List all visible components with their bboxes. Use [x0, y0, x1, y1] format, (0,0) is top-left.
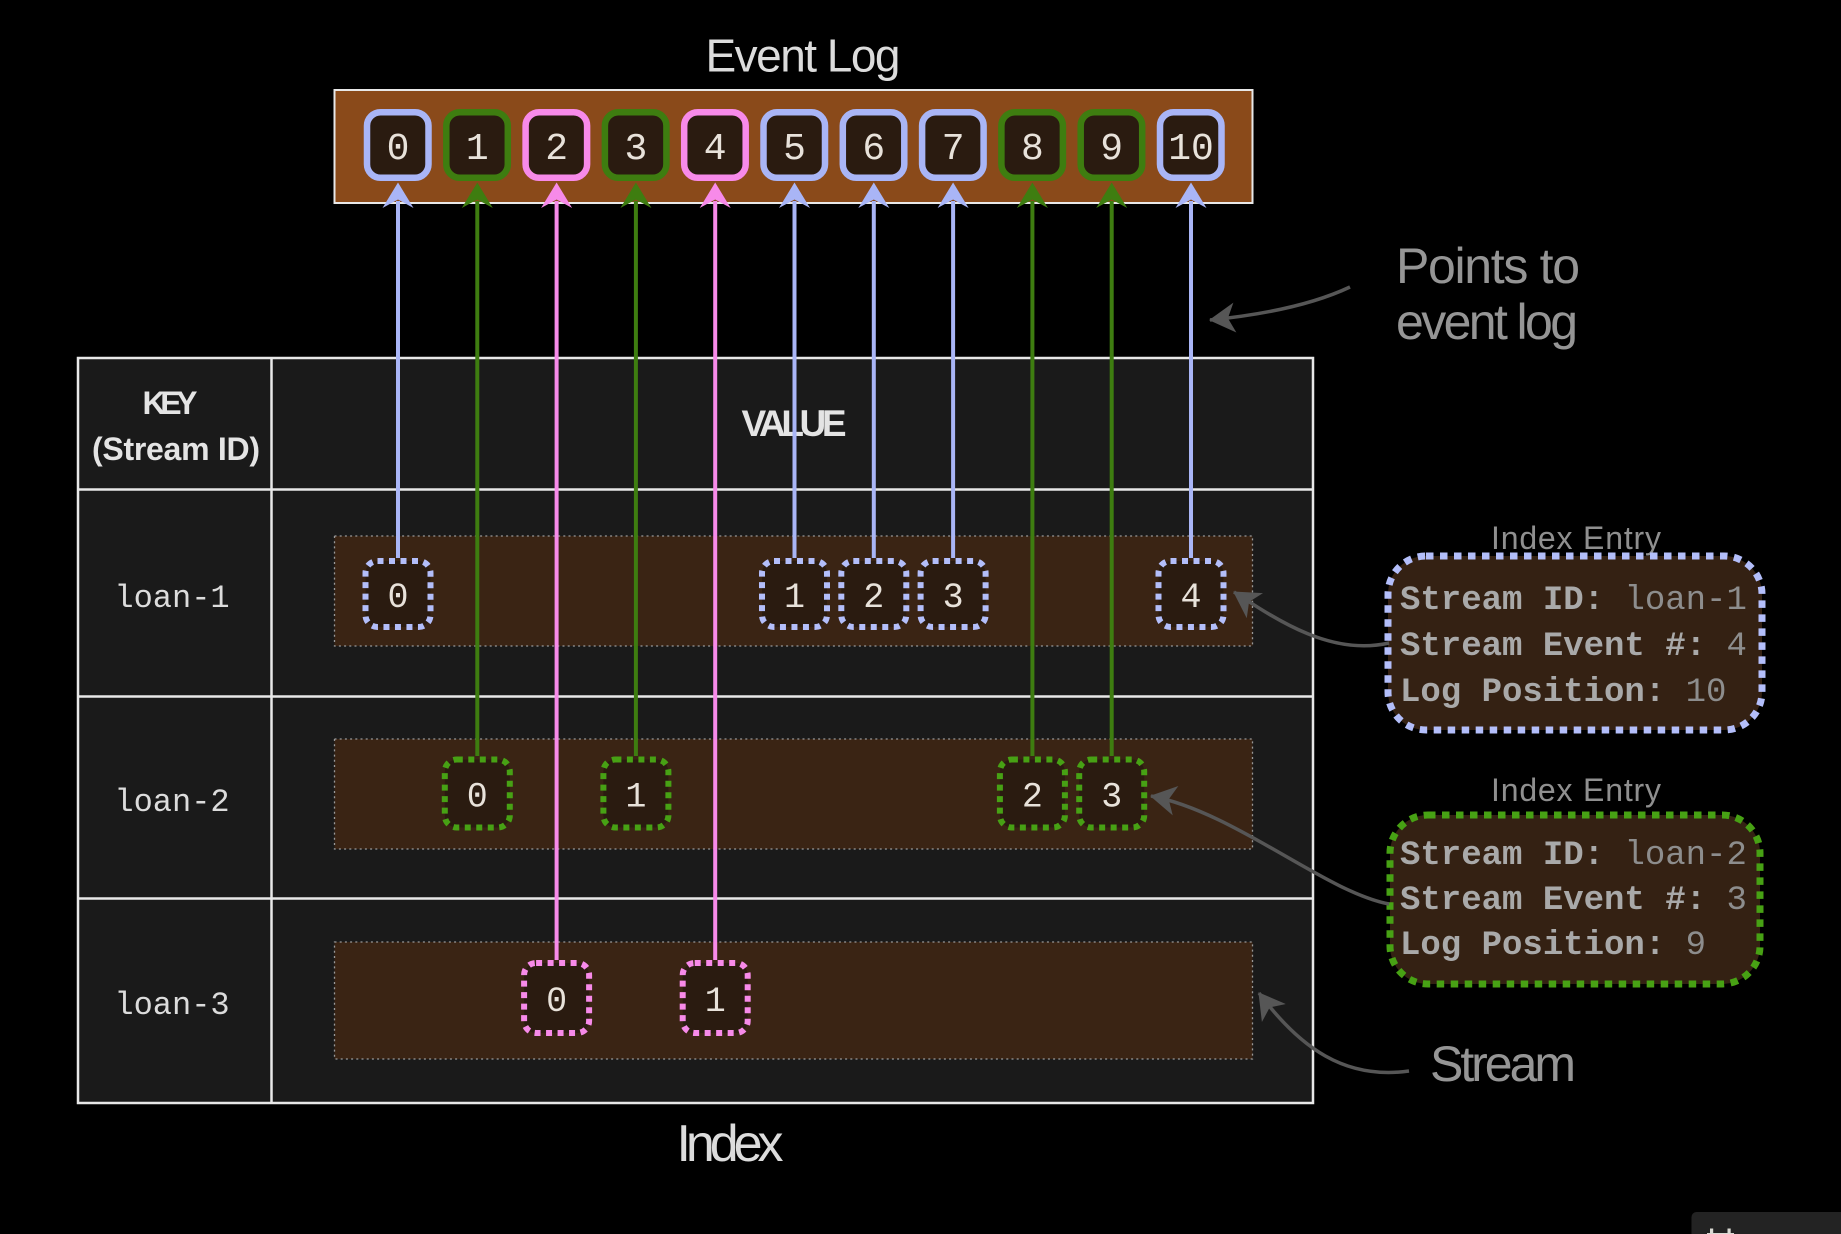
svg-text:Index: Index [677, 1115, 784, 1173]
svg-text:1: 1 [625, 778, 646, 818]
svg-text:1: 1 [466, 128, 489, 171]
svg-text:Index Entry: Index Entry [1491, 772, 1661, 808]
svg-text:4: 4 [704, 128, 727, 171]
svg-text:3: 3 [624, 128, 647, 171]
svg-text:3: 3 [943, 578, 964, 618]
svg-text:loan-3: loan-3 [114, 987, 229, 1024]
svg-text:10: 10 [1168, 128, 1214, 171]
svg-text:6: 6 [862, 128, 885, 171]
svg-text:KEY: KEY [143, 385, 198, 421]
svg-text:2: 2 [545, 128, 568, 171]
svg-text:Stream ID: loan-1: Stream ID: loan-1 [1400, 582, 1747, 620]
svg-text:Event Log: Event Log [706, 30, 901, 82]
svg-text:0: 0 [387, 578, 408, 618]
svg-text:0: 0 [387, 128, 410, 171]
svg-text:3: 3 [1101, 778, 1122, 818]
svg-text:8: 8 [1021, 128, 1044, 171]
svg-text:Index Entry: Index Entry [1491, 520, 1661, 556]
svg-text:7: 7 [942, 128, 965, 171]
svg-text:Points to: Points to [1396, 238, 1580, 294]
svg-text:0: 0 [546, 982, 567, 1022]
svg-text:Stream Event #: 3: Stream Event #: 3 [1400, 882, 1747, 920]
svg-text:event log: event log [1396, 294, 1578, 350]
svg-text:2: 2 [1022, 778, 1043, 818]
svg-text:Stream Event #: 4: Stream Event #: 4 [1400, 628, 1747, 666]
svg-text:1: 1 [705, 982, 726, 1022]
svg-text:Stream ID: loan-2: Stream ID: loan-2 [1400, 837, 1747, 875]
svg-text:5: 5 [783, 128, 806, 171]
svg-text:2: 2 [863, 578, 884, 618]
svg-text:4: 4 [1180, 578, 1201, 618]
svg-text:0: 0 [467, 778, 488, 818]
svg-text:1: 1 [784, 578, 805, 618]
svg-text:loan-1: loan-1 [114, 580, 229, 617]
svg-text:loan-2: loan-2 [114, 784, 229, 821]
svg-text:(Stream ID): (Stream ID) [92, 431, 260, 467]
svg-text:9: 9 [1100, 128, 1123, 171]
svg-text:Stream: Stream [1430, 1036, 1576, 1092]
svg-text:Log Position: 9: Log Position: 9 [1400, 927, 1706, 965]
svg-text:Log Position: 10: Log Position: 10 [1400, 674, 1726, 712]
